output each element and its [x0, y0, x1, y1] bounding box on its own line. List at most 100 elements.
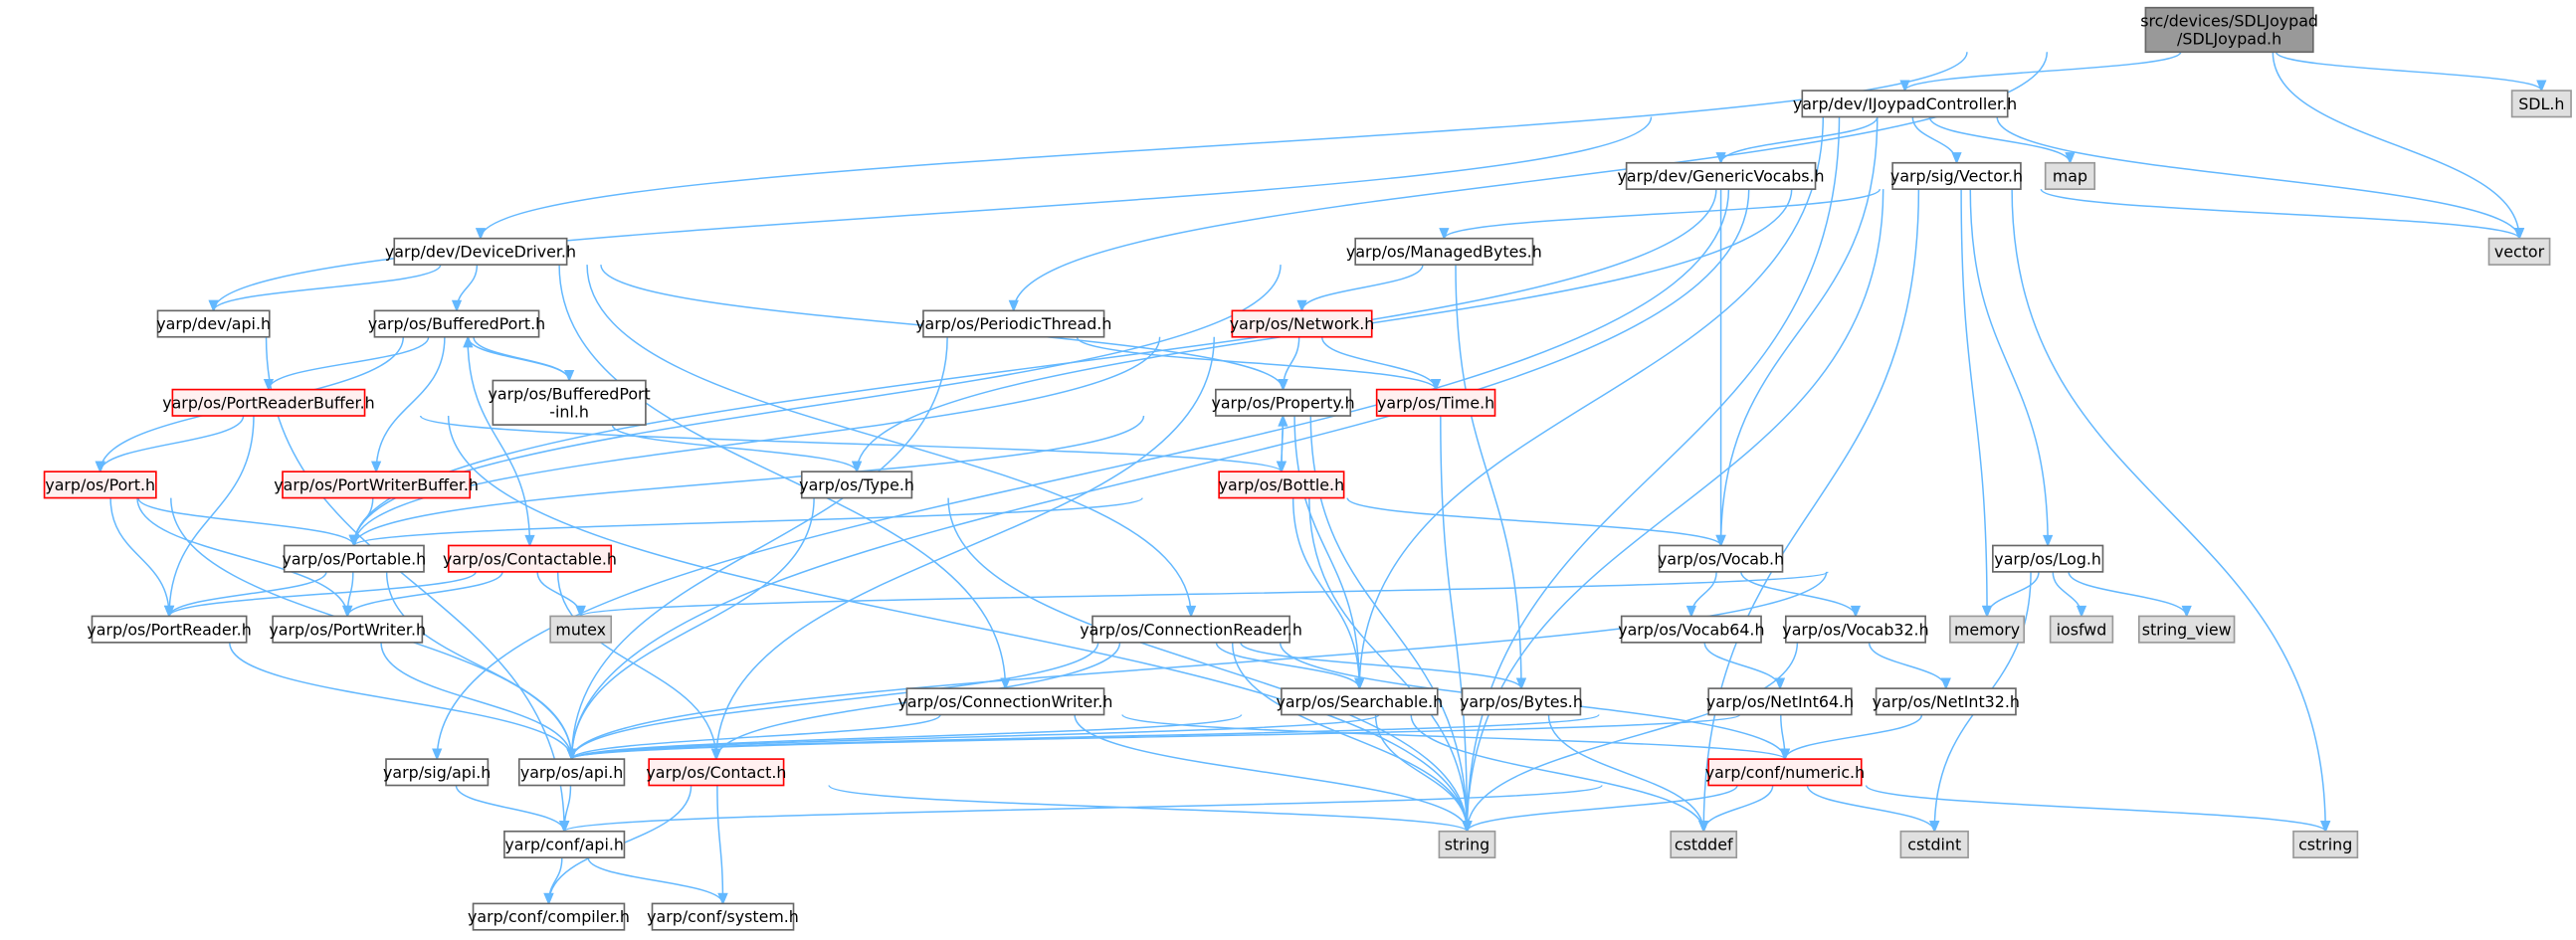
- node-vocab32[interactable]: yarp/os/Vocab32.h: [1782, 615, 1929, 644]
- edge-line: [1440, 416, 1469, 832]
- node-sdl[interactable]: SDL.h: [2510, 90, 2572, 118]
- edge-line: [375, 336, 446, 472]
- arrowhead-icon: [163, 605, 175, 619]
- node-creader[interactable]: yarp/os/ConnectionReader.h: [1080, 615, 1302, 644]
- node-cstring[interactable]: cstring: [2292, 830, 2359, 858]
- node-sigapi[interactable]: yarp/sig/api.h: [383, 758, 491, 787]
- edge-line: [611, 424, 858, 472]
- node-bottle[interactable]: yarp/os/Bottle.h: [1218, 470, 1345, 499]
- node-box: [1231, 309, 1373, 338]
- node-box: [1375, 388, 1496, 417]
- edge-ijoy-to-genvoc: [1715, 116, 1879, 165]
- node-box: [1354, 237, 1534, 266]
- node-numeric[interactable]: yarp/conf/numeric.h: [1705, 758, 1865, 787]
- node-cstdint[interactable]: cstdint: [1899, 830, 1969, 858]
- node-label: yarp/os/Type.h: [799, 475, 914, 494]
- node-root[interactable]: src/devices/SDLJoypad/SDLJoypad.h: [2140, 6, 2318, 54]
- edge-vector_h-to-memory: [1960, 189, 1993, 619]
- edge-line: [385, 571, 573, 760]
- node-contact[interactable]: yarp/os/Contact.h: [646, 758, 786, 787]
- node-map[interactable]: map: [2044, 161, 2096, 190]
- arrowhead-icon: [1296, 299, 1307, 313]
- node-box: [1625, 161, 1817, 190]
- node-cwriter[interactable]: yarp/os/ConnectionWriter.h: [898, 687, 1113, 716]
- node-vocab64[interactable]: yarp/os/Vocab64.h: [1618, 615, 1765, 644]
- node-vector_h[interactable]: yarp/sig/Vector.h: [1890, 161, 2023, 190]
- node-network[interactable]: yarp/os/Network.h: [1230, 309, 1375, 338]
- node-searchable[interactable]: yarp/os/Searchable.h: [1276, 687, 1443, 716]
- arrowhead-icon: [1715, 152, 1726, 165]
- node-osapi[interactable]: yarp/os/api.h: [517, 758, 626, 787]
- edge-line: [136, 497, 348, 617]
- node-box: [1658, 544, 1784, 573]
- node-ijoy[interactable]: yarp/dev/IJoypadController.h: [1793, 90, 2017, 118]
- node-vocab[interactable]: yarp/os/Vocab.h: [1658, 544, 1784, 573]
- node-box: [385, 758, 490, 787]
- edge-mbytes-to-network: [1296, 264, 1424, 313]
- edge-network-to-property: [1278, 336, 1300, 392]
- node-type[interactable]: yarp/os/Type.h: [799, 470, 914, 499]
- node-genvoc[interactable]: yarp/dev/GenericVocabs.h: [1618, 161, 1825, 190]
- node-iosfwd[interactable]: iosfwd: [2049, 615, 2114, 644]
- node-label: yarp/dev/IJoypadController.h: [1793, 94, 2017, 113]
- arrowhead-icon: [432, 748, 443, 761]
- node-port[interactable]: yarp/os/Port.h: [43, 470, 157, 499]
- node-box: [800, 470, 913, 499]
- arrowhead-icon: [1698, 821, 1709, 834]
- arrowhead-icon: [1354, 677, 1365, 690]
- edge-devdrv-to-bport: [451, 265, 479, 313]
- edge-mbytes-to-bytes: [1455, 265, 1527, 690]
- edge-contactable-to-contact: [556, 571, 722, 761]
- arrowhead-icon: [717, 892, 728, 906]
- node-property[interactable]: yarp/os/Property.h: [1211, 388, 1355, 417]
- node-netint64[interactable]: yarp/os/NetInt64.h: [1706, 687, 1854, 716]
- arrowhead-icon: [1779, 748, 1791, 761]
- arrowhead-icon: [710, 748, 722, 761]
- node-netint32[interactable]: yarp/os/NetInt32.h: [1873, 687, 2020, 716]
- node-pwbuf[interactable]: yarp/os/PortWriterBuffer.h: [274, 470, 479, 499]
- edge-mbytes-to-portable: [348, 265, 1282, 548]
- node-system[interactable]: yarp/conf/system.h: [647, 902, 799, 931]
- node-label: cstdint: [1907, 836, 1961, 854]
- arrowhead-icon: [342, 605, 353, 619]
- node-bytes[interactable]: yarp/os/Bytes.h: [1460, 687, 1583, 716]
- node-box: [447, 544, 613, 573]
- edge-line: [480, 52, 1968, 239]
- node-label: yarp/os/PortReaderBuffer.h: [162, 393, 374, 412]
- edge-line: [570, 189, 1750, 760]
- node-label: yarp/os/BufferedPort: [489, 384, 651, 403]
- node-pwriter[interactable]: yarp/os/PortWriter.h: [269, 615, 426, 644]
- node-preader[interactable]: yarp/os/PortReader.h: [87, 615, 252, 644]
- edge-line: [467, 336, 570, 381]
- node-bportinl[interactable]: yarp/os/BufferedPort-inl.h: [489, 379, 651, 426]
- node-devapi[interactable]: yarp/dev/api.h: [156, 309, 271, 338]
- edge-line: [1358, 116, 1825, 689]
- node-prbuf[interactable]: yarp/os/PortReaderBuffer.h: [162, 388, 375, 417]
- node-portable[interactable]: yarp/os/Portable.h: [282, 544, 426, 573]
- node-mbytes[interactable]: yarp/os/ManagedBytes.h: [1346, 237, 1542, 266]
- node-vector[interactable]: vector: [2487, 237, 2551, 266]
- node-string_view[interactable]: string_view: [2137, 615, 2236, 644]
- node-string[interactable]: string: [1438, 830, 1496, 858]
- node-box: [393, 237, 568, 266]
- node-memory[interactable]: memory: [1949, 615, 2026, 644]
- node-contactable[interactable]: yarp/os/Contactable.h: [443, 544, 617, 573]
- node-confapi[interactable]: yarp/conf/api.h: [503, 830, 626, 858]
- node-cstddef[interactable]: cstddef: [1670, 830, 1738, 858]
- edge-contact-to-string: [828, 784, 1473, 834]
- node-pthread[interactable]: yarp/os/PeriodicThread.h: [915, 309, 1111, 338]
- edge-line: [1293, 416, 1361, 689]
- node-box: [1899, 830, 1969, 858]
- node-bport[interactable]: yarp/os/BufferedPort.h: [368, 309, 545, 338]
- node-compiler[interactable]: yarp/conf/compiler.h: [468, 902, 630, 931]
- node-label: yarp/dev/DeviceDriver.h: [385, 243, 576, 262]
- node-time[interactable]: yarp/os/Time.h: [1375, 388, 1496, 417]
- node-log[interactable]: yarp/os/Log.h: [1992, 544, 2104, 573]
- node-mutex[interactable]: mutex: [549, 615, 613, 644]
- node-box: [2292, 830, 2359, 858]
- node-devdrv[interactable]: yarp/dev/DeviceDriver.h: [385, 237, 576, 266]
- node-label: yarp/os/Network.h: [1230, 314, 1375, 333]
- node-label: yarp/os/BufferedPort.h: [368, 314, 545, 333]
- edge-vector_h-to-vector: [2040, 188, 2525, 241]
- edge-line: [1996, 116, 2520, 239]
